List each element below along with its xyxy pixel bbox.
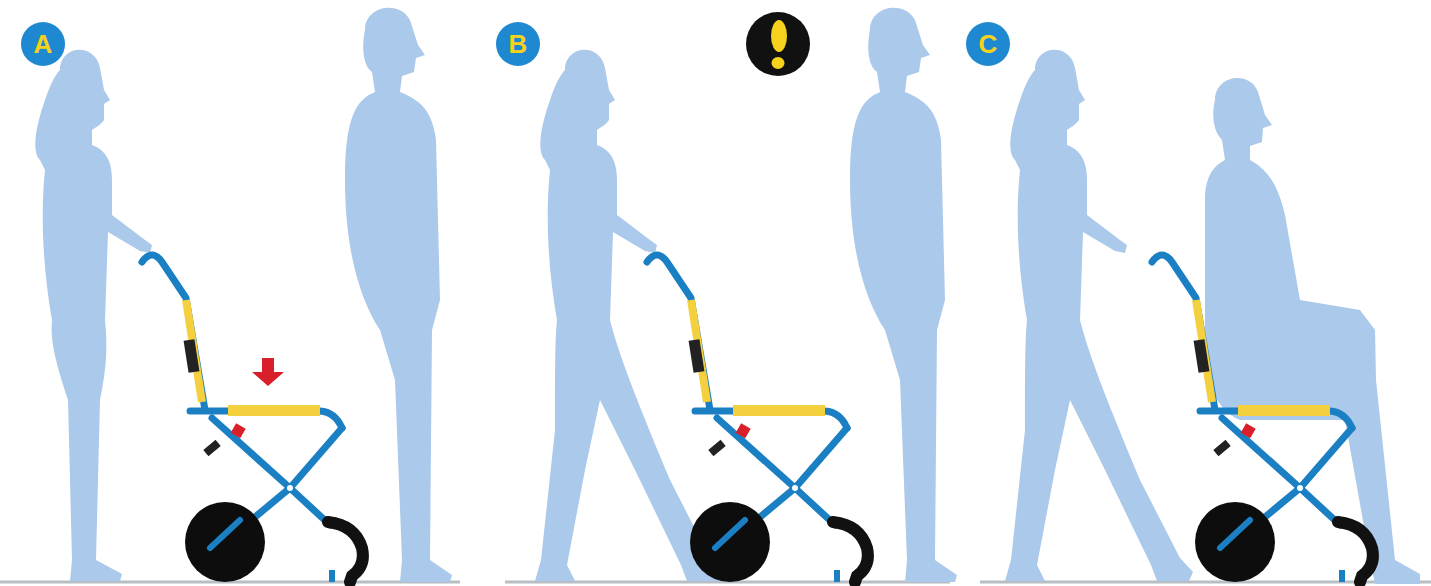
attendant-silhouette (1005, 50, 1193, 581)
step-letter: A (34, 31, 53, 57)
step-badge: C (966, 22, 1010, 66)
attendant-silhouette (35, 50, 152, 581)
step-letter: B (509, 31, 528, 57)
step-letter: C (979, 31, 998, 57)
footprint-icon (746, 12, 810, 76)
passenger-silhouette (345, 8, 452, 582)
step-badge: B (496, 22, 540, 66)
down-arrow (252, 358, 284, 386)
evacuation-chair (142, 255, 363, 582)
step-badge: A (21, 22, 65, 66)
evacuation-chair (1152, 255, 1373, 582)
evacuation-chair (647, 255, 868, 582)
passenger-silhouette (850, 8, 957, 582)
